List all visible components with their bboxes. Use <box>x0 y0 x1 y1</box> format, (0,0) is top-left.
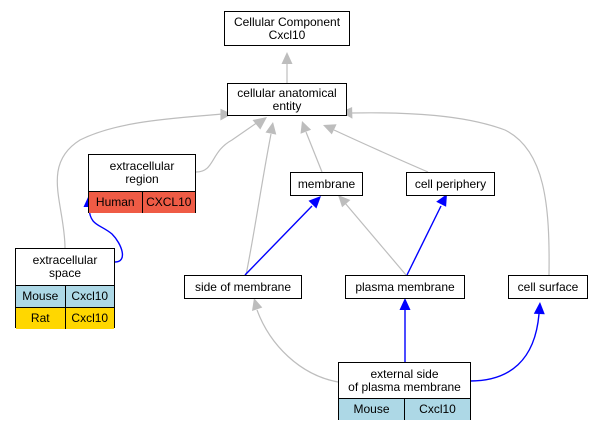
species-row: Mouse Cxcl10 <box>339 398 470 420</box>
edge-cs-to-cae <box>351 112 550 276</box>
gene-cell: Cxcl10 <box>404 399 470 420</box>
edge-es-to-cae <box>56 113 223 249</box>
node-plasma-membrane[interactable]: plasma membrane <box>345 275 465 299</box>
arrowhead <box>220 108 232 121</box>
species-cell-human: Human <box>89 192 142 213</box>
arrowhead <box>323 124 337 135</box>
arrowhead <box>265 122 277 135</box>
node-extracellular-space[interactable]: extracellular space Mouse Cxcl10 Rat Cxc… <box>15 248 115 329</box>
node-label-line: cellular anatomical <box>237 85 337 100</box>
node-label-line: space <box>48 266 82 280</box>
node-cell-surface[interactable]: cell surface <box>508 275 588 299</box>
node-label: extracellular space <box>16 249 114 285</box>
arrowhead <box>281 52 293 64</box>
arrowhead <box>300 121 312 134</box>
edge-esp-to-som <box>256 309 339 383</box>
node-cellular-anatomical-entity[interactable]: cellular anatomical entity <box>227 83 347 116</box>
species-row: Mouse Cxcl10 <box>16 285 114 307</box>
node-label-line: extracellular <box>32 253 98 267</box>
species-row: Human CXCL10 <box>89 191 195 213</box>
edge-er-to-cae <box>195 121 259 173</box>
species-row: Rat Cxcl10 <box>16 307 114 329</box>
edge-cp-to-cae <box>333 129 429 173</box>
edge-pm-to-cp-blue <box>406 205 442 276</box>
node-label: external side of plasma membrane <box>339 363 470 398</box>
edge-mem-to-cae <box>305 131 323 173</box>
node-label-line: side of membrane <box>194 279 292 294</box>
node-label: cell surface <box>509 276 587 298</box>
node-label-line: entity <box>272 98 302 113</box>
node-label-line: region <box>125 172 159 186</box>
node-label-line: Cxcl10 <box>268 27 306 42</box>
edge-es-to-er-blue <box>88 207 124 263</box>
arrowhead <box>338 195 351 208</box>
edge-esp-to-cs-blue <box>469 313 540 382</box>
node-extracellular-region[interactable]: extracellular region Human CXCL10 <box>88 154 196 213</box>
node-label-line: extracellular <box>109 159 175 173</box>
node-side-of-membrane[interactable]: side of membrane <box>184 275 302 299</box>
node-label-line: cell surface <box>517 279 579 294</box>
species-cell-mouse: Mouse <box>339 399 404 420</box>
node-label-line: membrane <box>297 176 356 191</box>
gene-cell: Cxcl10 <box>64 308 114 329</box>
node-label: Cellular Component Cxcl10 <box>225 12 349 45</box>
node-label: plasma membrane <box>346 276 464 298</box>
edge-pm-to-mem <box>344 202 407 276</box>
edge-som-to-cae <box>245 133 272 276</box>
node-label: membrane <box>291 173 362 195</box>
species-cell-rat: Rat <box>16 308 65 329</box>
species-cell-mouse: Mouse <box>16 286 65 307</box>
node-label-line: Cellular Component <box>233 14 341 29</box>
node-label: cellular anatomical entity <box>228 84 346 115</box>
edge-som-to-mem-blue <box>244 205 313 276</box>
arrowhead <box>252 117 267 130</box>
node-label-line: cell periphery <box>414 176 487 191</box>
node-label-line: external side <box>370 366 439 381</box>
node-label: cell periphery <box>407 173 494 195</box>
arrowhead <box>399 298 411 310</box>
arrowhead <box>533 302 545 315</box>
node-label: side of membrane <box>185 276 301 298</box>
gene-cell: Cxcl10 <box>64 286 114 307</box>
arrowhead <box>436 194 447 207</box>
node-membrane[interactable]: membrane <box>290 172 363 196</box>
gene-cell: CXCL10 <box>141 192 195 213</box>
arrowhead <box>308 196 321 209</box>
node-external-side-of-plasma-membrane[interactable]: external side of plasma membrane Mouse C… <box>338 362 471 420</box>
node-label-line: plasma membrane <box>355 279 455 294</box>
arrowhead <box>252 298 263 311</box>
node-cellular-component[interactable]: Cellular Component Cxcl10 <box>224 11 350 46</box>
node-label: extracellular region <box>89 155 195 191</box>
node-label-line: of plasma membrane <box>348 379 461 394</box>
node-cell-periphery[interactable]: cell periphery <box>406 172 495 196</box>
